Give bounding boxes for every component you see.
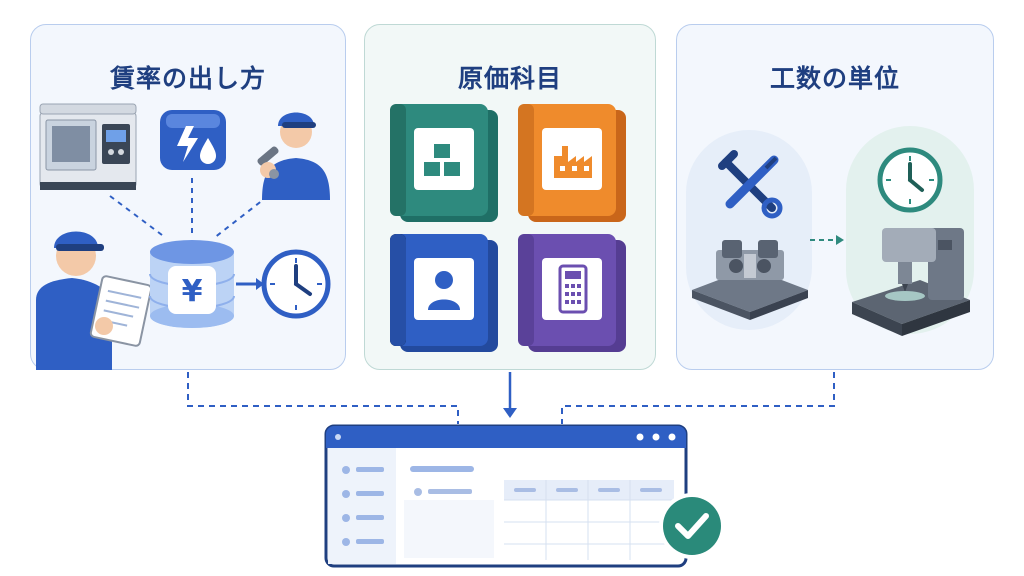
calculator-binder-icon [518,234,626,352]
tools-icon [718,150,783,219]
panel-title: 賃率の出し方 [109,64,266,93]
materials-binder-icon [390,104,498,222]
clipboard-worker-icon [36,231,153,370]
cnc-machine-icon [39,103,137,190]
milling-machine-icon [852,228,970,336]
panel-title: 原価科目 [457,64,562,93]
workpiece-fixture-icon [692,240,808,320]
yen-database-icon: ¥ [149,240,235,328]
panel-title: 工数の単位 [769,64,900,93]
arrow-icon [236,278,264,290]
clock-icon [877,147,943,213]
energy-utilities-icon [160,110,226,170]
personnel-binder-icon [390,234,498,352]
mechanic-worker-icon [257,112,330,200]
arrow-icon [810,235,844,245]
clock-icon [261,249,331,319]
connector-lines [109,178,269,239]
yen-symbol: ¥ [182,274,203,309]
factory-binder-icon [518,104,626,222]
data-table [504,480,674,560]
